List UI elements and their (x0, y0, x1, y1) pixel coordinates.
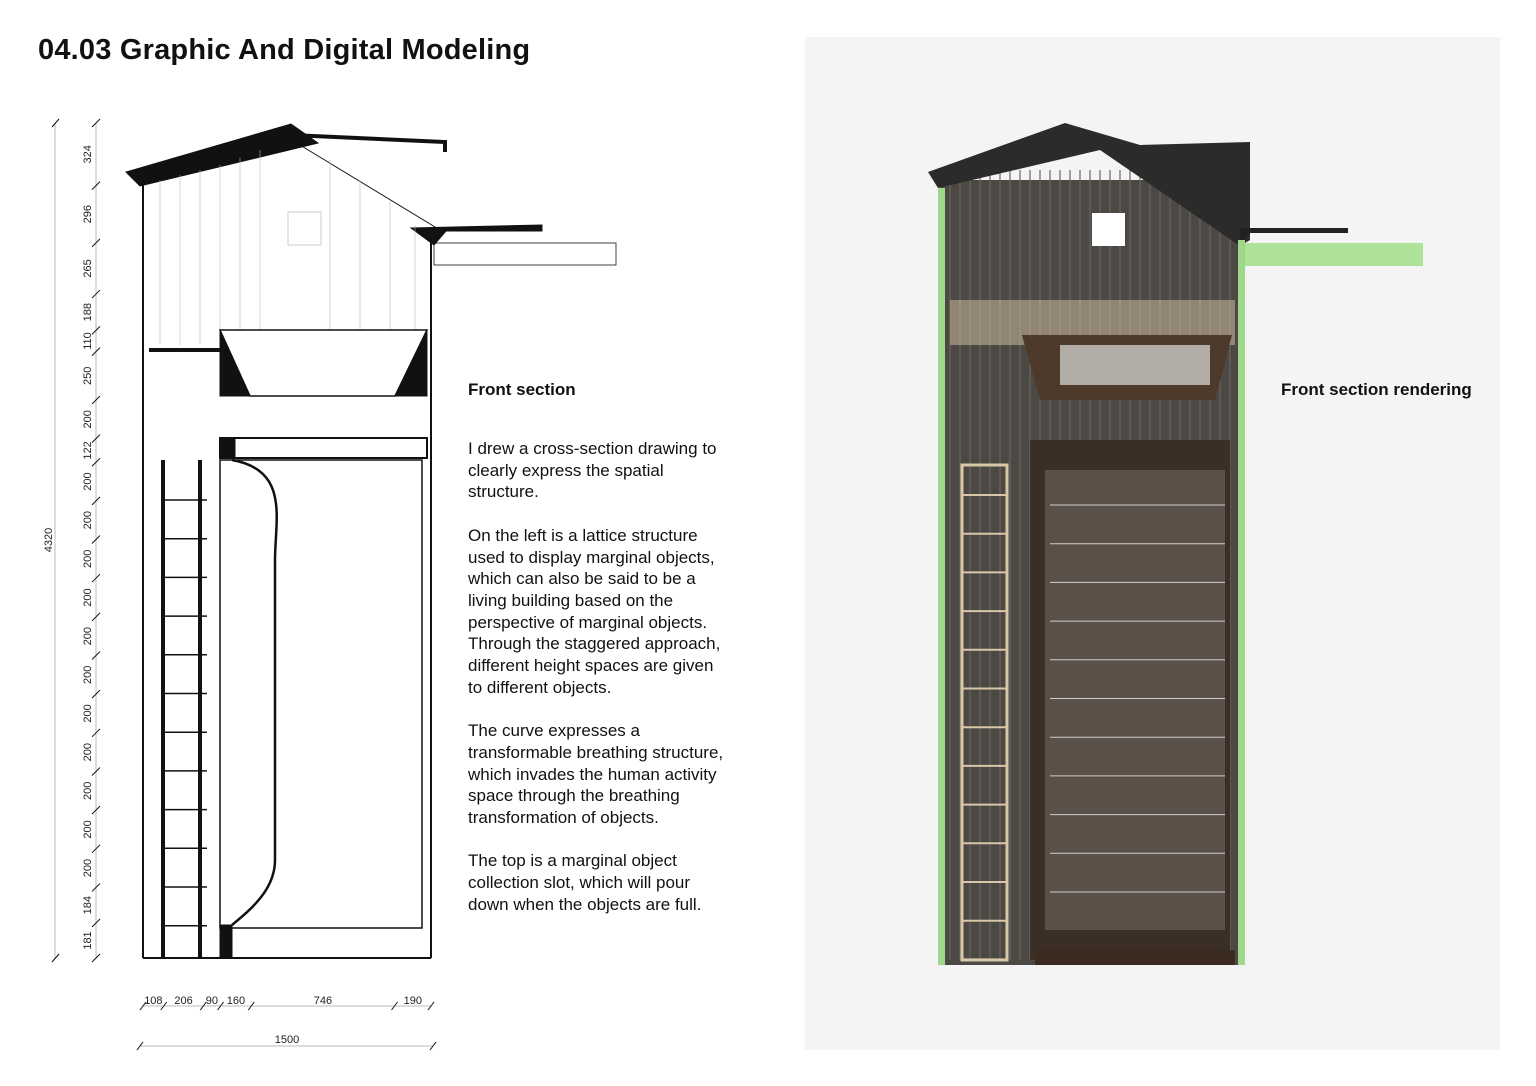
dim-tick (136, 1041, 144, 1051)
dim-tick (91, 728, 101, 738)
width-dimension-label: 160 (227, 995, 245, 1007)
height-dimension-label: 296 (82, 205, 94, 223)
width-dimension-label: 90 (206, 995, 218, 1007)
dim-tick (91, 573, 101, 583)
width-dimension-label: 206 (174, 995, 192, 1007)
dim-tick (91, 347, 101, 357)
total-height-label: 4320 (43, 528, 55, 552)
dim-tick (91, 326, 101, 335)
height-dimension-label: 122 (82, 441, 94, 459)
height-dimension-label: 200 (82, 666, 94, 684)
section-line-drawing (125, 123, 617, 959)
dim-tick (91, 883, 101, 892)
dim-tick (91, 953, 101, 963)
description-paragraph: On the left is a lattice structure used … (468, 525, 721, 697)
dim-tick (91, 496, 101, 506)
height-dimension-label: 184 (82, 896, 94, 914)
width-dimension-label: 190 (404, 995, 422, 1007)
roof-render (928, 123, 1250, 246)
dim-tick (51, 118, 60, 128)
height-dimension-label: 200 (82, 511, 94, 529)
dim-tick (139, 1001, 147, 1011)
height-dimension-label: 200 (82, 588, 94, 606)
front-section-heading: Front section (468, 380, 576, 399)
height-dimension-label: 265 (82, 259, 94, 277)
height-dimension-label: 200 (82, 472, 94, 490)
dim-tick (91, 395, 101, 405)
dim-tick (247, 1001, 255, 1011)
height-dimension-label: 250 (82, 367, 94, 385)
width-dimension-label: 746 (314, 995, 332, 1007)
width-dimension-label: 108 (144, 995, 162, 1007)
height-dimension-label: 200 (82, 859, 94, 877)
height-dimension-label: 200 (82, 627, 94, 645)
dim-tick (91, 181, 101, 190)
dim-tick (427, 1001, 435, 1011)
dim-tick (91, 918, 101, 928)
dim-tick (391, 1001, 398, 1011)
dim-tick (217, 1001, 224, 1011)
height-dimension-label: 200 (82, 820, 94, 838)
dim-tick (91, 118, 101, 128)
description-paragraph: The top is a marginal object collection … (468, 851, 702, 914)
front-section-description: I drew a cross-section drawing to clearl… (468, 438, 728, 937)
height-dimension-label: 200 (82, 704, 94, 722)
dim-tick (91, 844, 101, 854)
height-dimension-label: 188 (82, 303, 94, 321)
height-dimension-label: 200 (82, 550, 94, 568)
section-rendering-image (928, 123, 1423, 965)
dim-tick (91, 289, 101, 299)
description-paragraph: I drew a cross-section drawing to clearl… (468, 439, 717, 502)
height-dimension-label: 200 (82, 782, 94, 800)
description-paragraph: The curve expresses a transformable brea… (468, 721, 724, 827)
dim-tick (429, 1041, 437, 1051)
total-width-label: 1500 (275, 1034, 299, 1046)
dim-tick (91, 767, 101, 776)
dim-tick (51, 953, 60, 963)
page-title: 04.03 Graphic And Digital Modeling (38, 34, 531, 66)
height-dimension-label: 324 (82, 145, 94, 163)
dim-tick (91, 651, 101, 660)
vertical-dimensions: 324 296 265 188 110 250 200 122 200 200 200 200 200 2… (51, 118, 101, 963)
height-dimension-label: 200 (82, 743, 94, 761)
height-dimension-label: 200 (82, 410, 94, 428)
horizontal-dimensions: 108 206 90 160 746 190 (136, 995, 437, 1051)
dim-tick (91, 805, 101, 815)
dim-tick (91, 535, 101, 544)
height-dimension-label: 110 (82, 332, 94, 350)
dim-tick (91, 612, 101, 622)
dim-tick (91, 689, 101, 699)
dim-tick (91, 457, 101, 467)
rendering-heading: Front section rendering (1281, 380, 1472, 399)
dim-tick (91, 434, 101, 443)
dim-tick (160, 1001, 168, 1011)
height-dimension-label: 181 (82, 931, 94, 949)
dim-tick (91, 238, 101, 248)
dim-tick (199, 1001, 207, 1011)
